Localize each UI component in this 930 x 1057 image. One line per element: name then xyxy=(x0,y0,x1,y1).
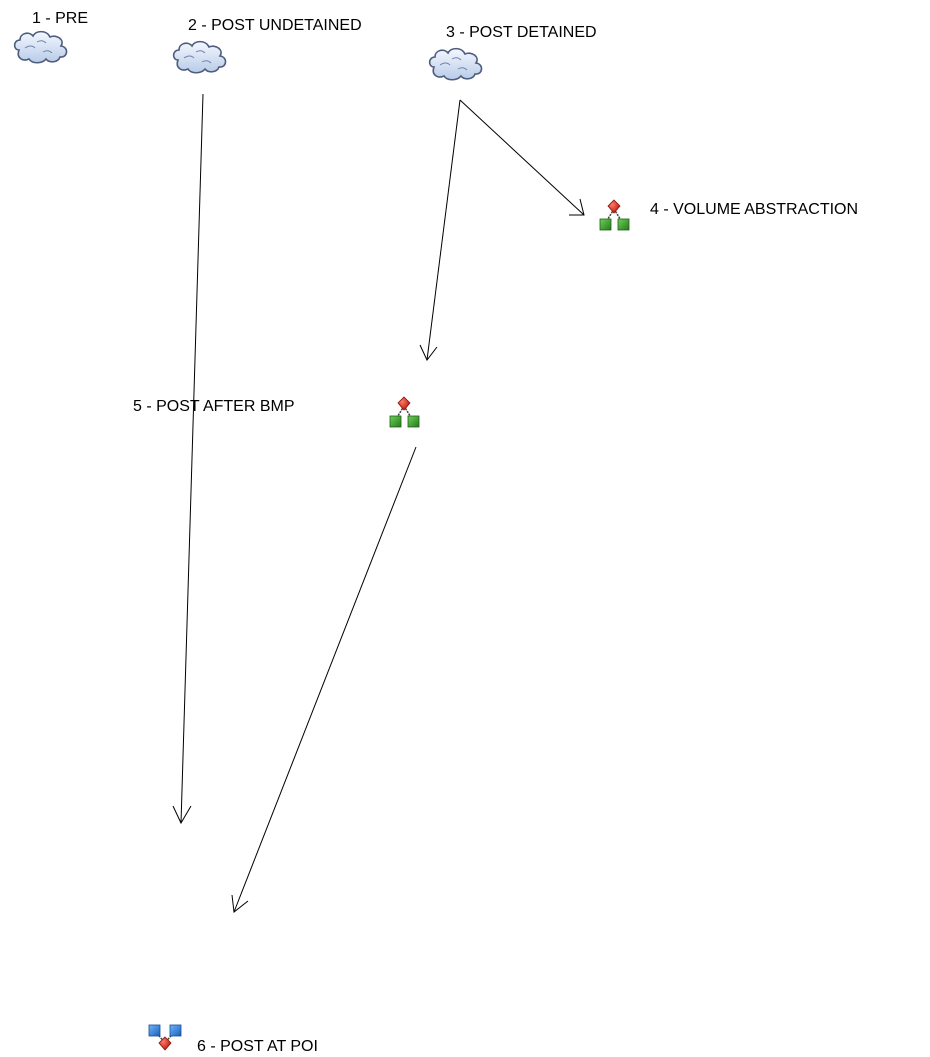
junction-node-icon[interactable] xyxy=(148,1024,182,1051)
node-label-post-after-bmp: 5 - POST AFTER BMP xyxy=(133,398,295,415)
node-label-post-detained: 3 - POST DETAINED xyxy=(446,24,597,41)
edges xyxy=(172,93,585,913)
edge-n3-n4 xyxy=(459,99,585,216)
edge-n3-n5 xyxy=(419,99,461,361)
cloud-icon[interactable] xyxy=(428,47,483,81)
hierarchy-node-icon[interactable] xyxy=(389,396,420,428)
cloud-icon[interactable] xyxy=(13,30,68,64)
node-label-post-undetained: 2 - POST UNDETAINED xyxy=(188,17,362,34)
node-label-pre: 1 - PRE xyxy=(32,10,89,27)
edge-n2-n6 xyxy=(172,93,204,825)
cloud-icon[interactable] xyxy=(172,40,227,74)
node-label-volume-abstraction: 4 - VOLUME ABSTRACTION xyxy=(650,201,859,218)
node-label-post-at-poi: 6 - POST AT POI xyxy=(197,1038,318,1055)
edge-n5-n6 xyxy=(231,446,417,913)
hierarchy-node-icon[interactable] xyxy=(599,199,630,231)
